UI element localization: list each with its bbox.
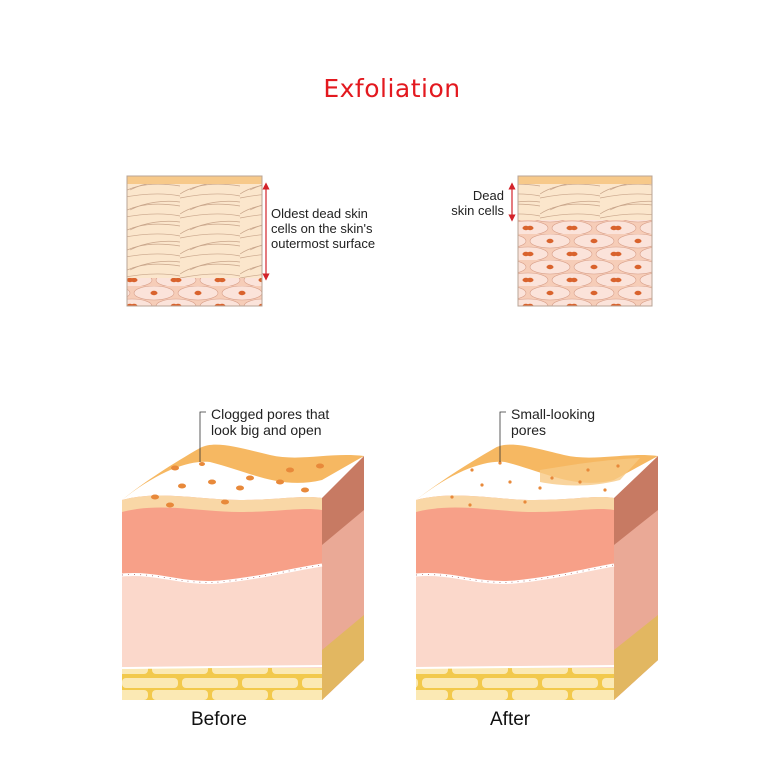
dead-skin-cells-label: Dead skin cells (451, 188, 504, 218)
after-caption: After (490, 709, 531, 730)
before-skin-block (121, 411, 364, 700)
diagram-title: Exfoliation (323, 74, 461, 103)
clogged-pores-label: Clogged pores that look big and open (211, 406, 330, 438)
after-cross-section (508, 175, 653, 307)
small-pores-label: Small-looking pores (511, 406, 596, 438)
after-skin-block (415, 411, 658, 700)
callout-line (199, 411, 206, 462)
callout-line (499, 411, 506, 462)
before-cross-section (126, 175, 270, 307)
oldest-dead-cells-label: Oldest dead skin cells on the skin's out… (271, 206, 376, 251)
before-caption: Before (191, 709, 247, 730)
